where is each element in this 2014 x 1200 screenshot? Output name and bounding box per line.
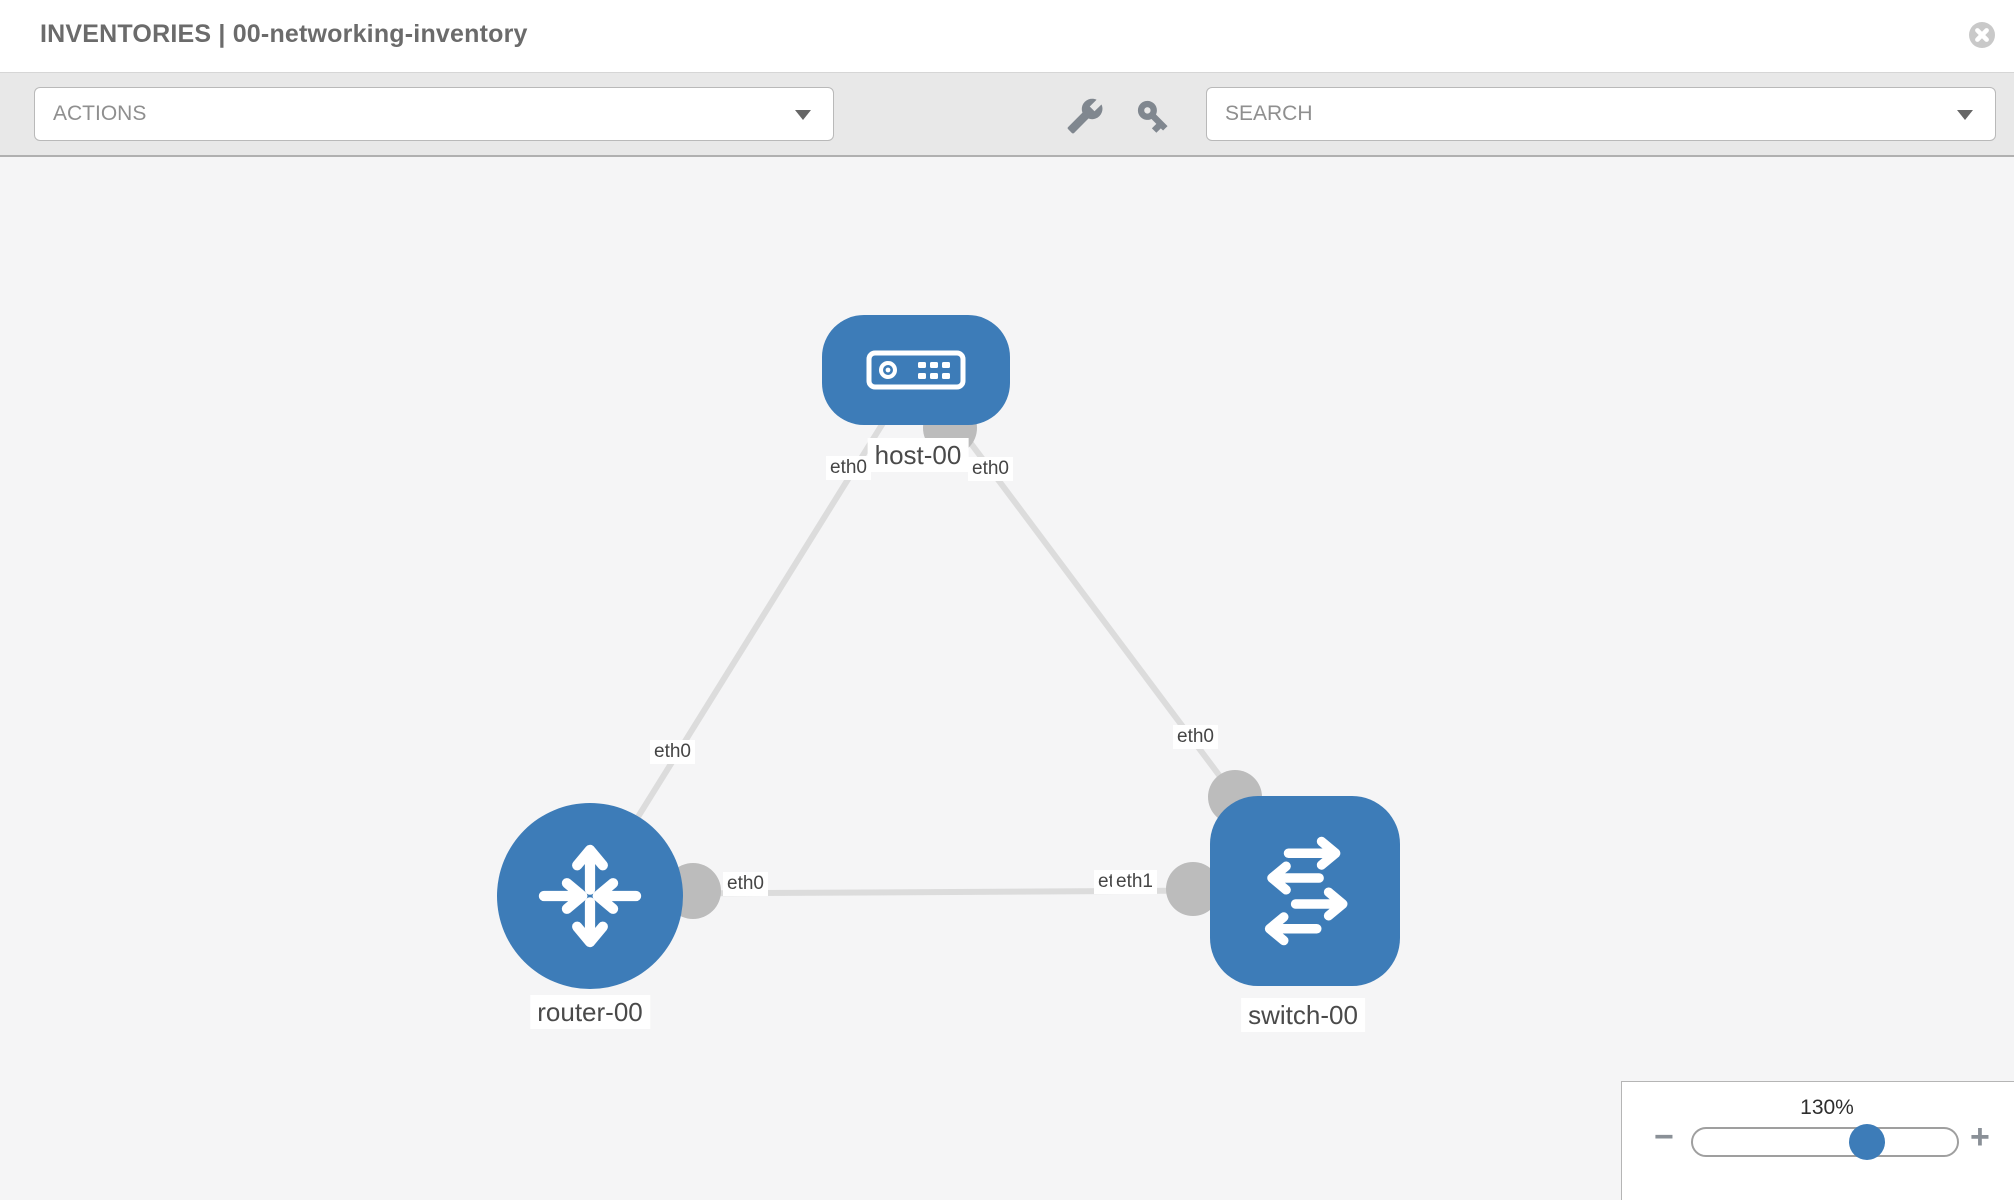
toolbar: ACTIONS SEARCH (0, 73, 2014, 157)
router-icon (538, 844, 642, 948)
search-input-placeholder: SEARCH (1225, 102, 1313, 125)
close-button[interactable] (1968, 21, 1996, 49)
zoom-level-readout: 130% (1800, 1096, 1854, 1119)
node-label-switch: switch-00 (1241, 998, 1365, 1032)
wrench-icon[interactable] (1066, 97, 1104, 135)
interface-label-host-left: eth0 (826, 456, 871, 480)
node-switch-00[interactable] (1210, 796, 1400, 986)
interface-label-host-right: eth0 (968, 457, 1013, 481)
search-dropdown[interactable]: SEARCH (1206, 87, 1996, 141)
interface-label-switch-top: eth0 (1173, 725, 1218, 749)
interface-label-switch-left-front: eth1 (1112, 870, 1157, 894)
node-label-host: host-00 (867, 438, 969, 472)
zoom-control-panel: 130% − + (1621, 1081, 2014, 1200)
interface-connector (1166, 862, 1220, 916)
node-label-router: router-00 (530, 995, 650, 1029)
interface-label-router-right: eth0 (723, 872, 768, 896)
zoom-in-button[interactable]: + (1970, 1118, 1990, 1156)
chevron-down-icon (1957, 110, 1973, 120)
actions-dropdown[interactable]: ACTIONS (34, 87, 834, 141)
chevron-down-icon (795, 110, 811, 120)
actions-dropdown-label: ACTIONS (53, 102, 147, 125)
close-icon (1969, 22, 1995, 48)
interface-label-router-top: eth0 (650, 740, 695, 764)
page-title: INVENTORIES | 00-networking-inventory (40, 20, 528, 48)
node-router-00[interactable] (497, 803, 683, 989)
topology-edges (587, 368, 1308, 919)
zoom-slider-track[interactable] (1691, 1124, 1959, 1160)
zoom-slider-thumb[interactable] (1849, 1124, 1885, 1160)
topology-canvas[interactable]: host-00 router-00 switch-00 eth0 eth0 et… (0, 157, 2014, 1200)
host-icon (866, 350, 966, 390)
zoom-out-button[interactable]: − (1654, 1118, 1674, 1156)
switch-icon (1264, 836, 1348, 946)
window-header: INVENTORIES | 00-networking-inventory (0, 0, 2014, 73)
key-icon[interactable] (1134, 97, 1172, 135)
node-host-00[interactable] (822, 315, 1010, 425)
